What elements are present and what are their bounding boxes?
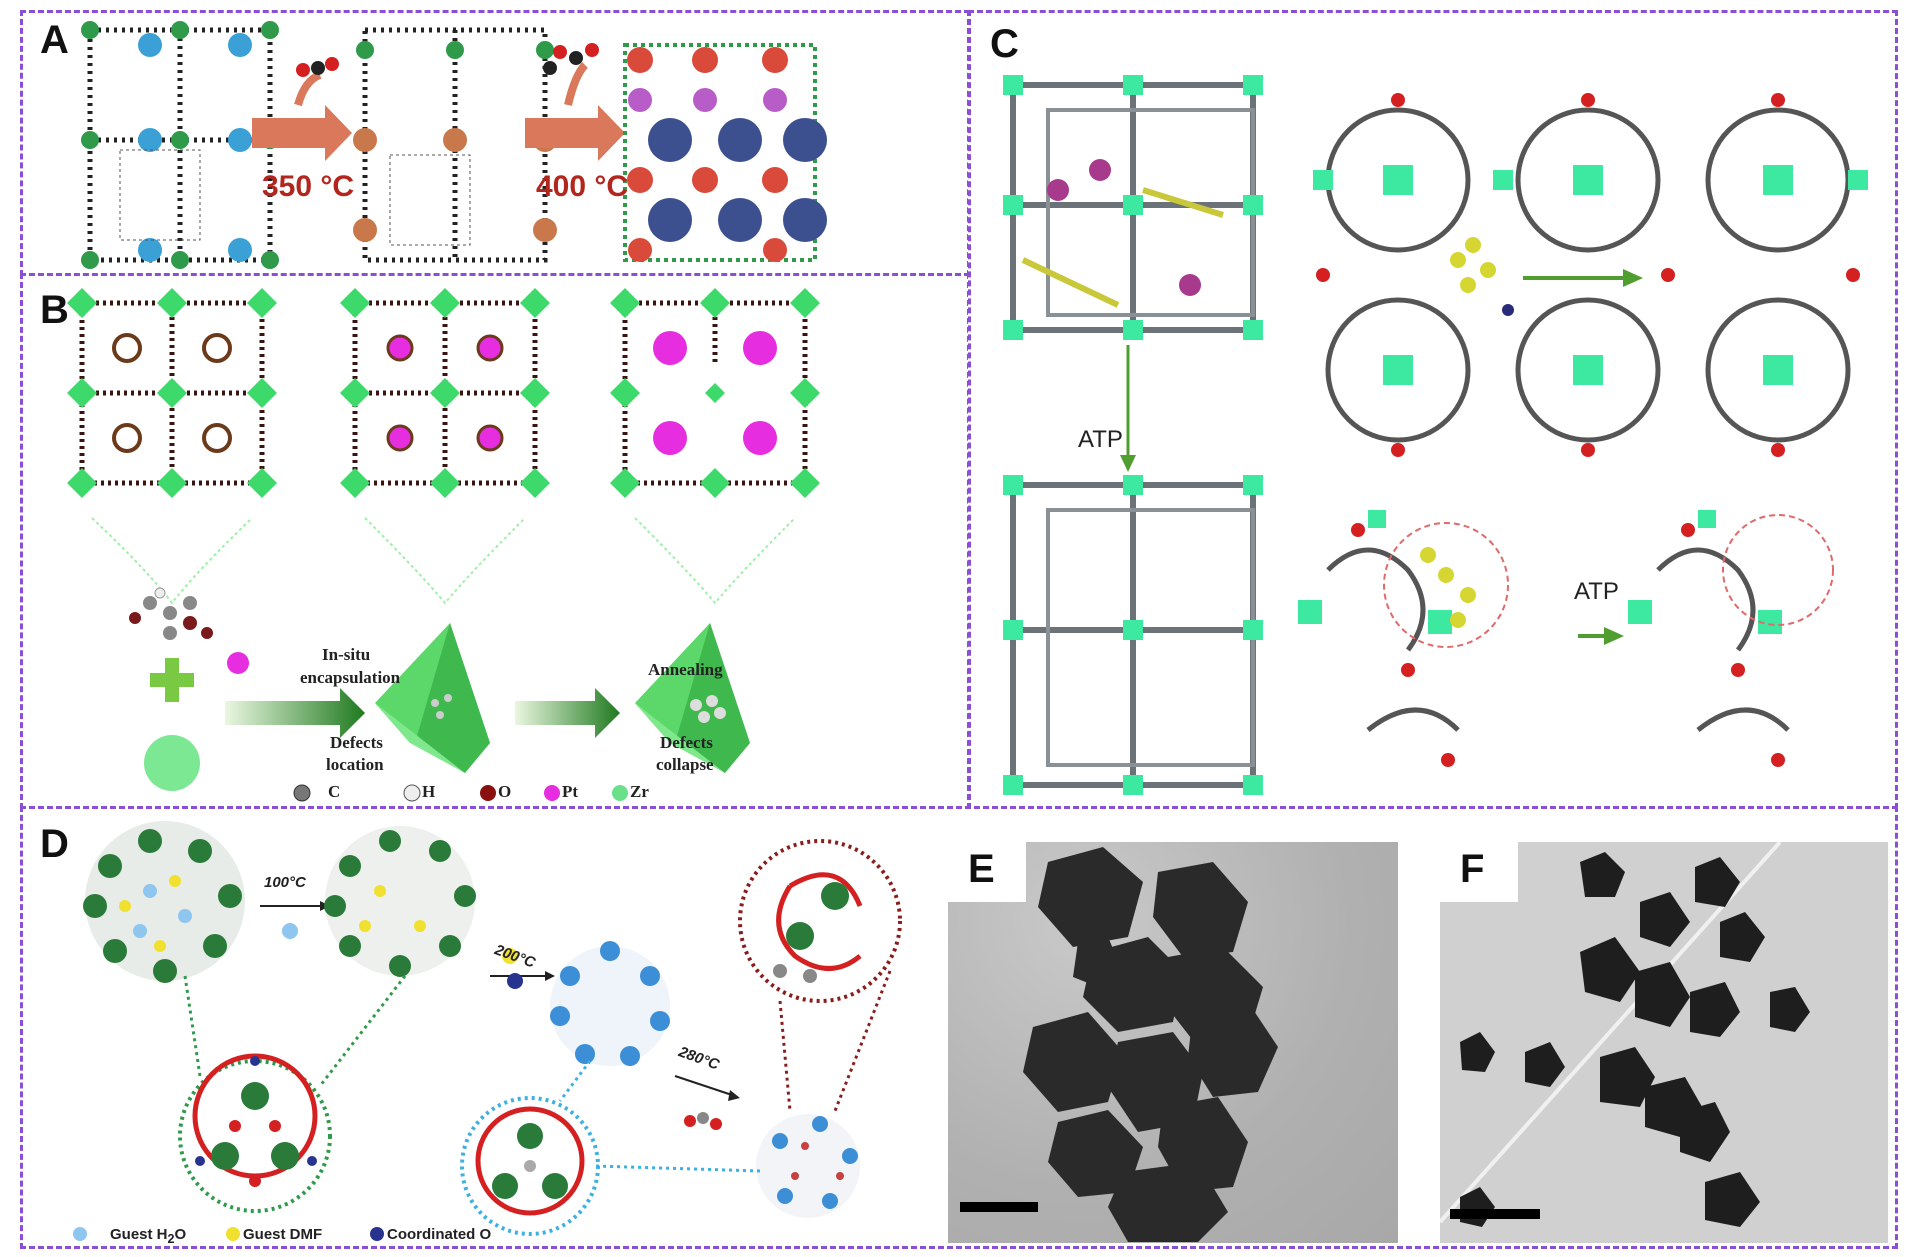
panel-b-diagram [67, 288, 820, 802]
mof-framework-3 [623, 43, 827, 262]
temp-100-label: 100°C [264, 874, 306, 891]
zoom-red [738, 839, 902, 1003]
tem-particles-e [960, 847, 1278, 1242]
panel-f-tab [1440, 842, 1518, 902]
panel-e-label: E [968, 847, 995, 891]
step-in-situ-label: In-situ [322, 645, 371, 664]
legend-pt: Pt [562, 782, 579, 801]
zr-sphere [144, 735, 200, 791]
panel-a-temp-350: 350 °C [262, 170, 355, 203]
octahedron-2 [635, 623, 750, 773]
uio-framework-3 [610, 288, 820, 498]
tem-image-e: E [948, 842, 1398, 1243]
octahedron-1 [375, 623, 490, 773]
zr-node-red [773, 872, 863, 983]
legend-guest-h2o: Guest H2O [110, 1226, 186, 1246]
panel-a-temp-400: 400 °C [536, 170, 629, 203]
legend-guest-h2o-text: Guest H [110, 1226, 168, 1243]
step-annealing-label: Annealing [648, 660, 723, 679]
step-encapsulation-label: encapsulation [300, 668, 401, 687]
arrow-encapsulation [225, 688, 620, 738]
legend-c: C [328, 782, 341, 801]
step-defects-location-label-1: Defects [330, 733, 383, 752]
legend-guest-h2o-tail: O [174, 1226, 187, 1243]
plus-icon [150, 658, 194, 702]
legend-guest-h2o-sub: 2 [167, 1232, 175, 1246]
mof-network-top [1313, 93, 1868, 457]
zr-node-blue [475, 1106, 585, 1216]
panel-a-label: A [40, 18, 69, 62]
tem-particles-f [1440, 842, 1810, 1227]
panel-f-label: F [1460, 847, 1485, 891]
legend-guest-dmf: Guest DMF [243, 1226, 323, 1243]
legend-o: O [498, 782, 512, 801]
mof-framework-1 [81, 21, 279, 269]
panel-b-frame [20, 273, 970, 809]
atp-guests-top [1021, 159, 1224, 308]
panel-b-legend-dots [293, 784, 628, 802]
panel-a-diagram [81, 21, 827, 269]
cube-nodes-top [1003, 75, 1263, 340]
atp-molecule-top [1450, 237, 1514, 316]
atp-label-right: ATP [1574, 578, 1619, 605]
legend-zr: Zr [630, 782, 649, 801]
pt-dot [227, 652, 249, 674]
cube-nodes-bottom [1003, 475, 1263, 795]
mof-cluster-1 [83, 821, 245, 983]
heating-arrow-2 [525, 43, 625, 161]
mof-cluster-4 [756, 1114, 860, 1218]
atp-label-left: ATP [1078, 426, 1123, 453]
uio-framework-1 [67, 288, 277, 498]
uio-framework-2 [340, 288, 550, 498]
linker-molecule [129, 587, 213, 640]
panel-e-tab [948, 842, 1026, 902]
mof-cluster-3 [550, 941, 670, 1066]
tem-image-f: F [1440, 842, 1888, 1243]
panel-c-label: C [990, 22, 1019, 66]
panel-d-label: D [40, 822, 69, 866]
step-defects-location-label-2: location [326, 755, 384, 774]
mof-cluster-2 [324, 826, 476, 977]
mof-fragment-bottom [1298, 510, 1834, 767]
step-defects-collapse-label-1: Defects [660, 733, 713, 752]
legend-coordinated-o: Coordinated O [387, 1226, 492, 1243]
heating-arrow-1 [252, 57, 352, 161]
panel-b-label: B [40, 288, 69, 332]
panel-c-diagram [1003, 75, 1868, 795]
atp-molecule-bottom [1420, 547, 1476, 628]
panel-d-diagram [73, 821, 902, 1241]
mof-framework-2 [353, 27, 557, 263]
legend-h: H [422, 782, 436, 801]
step-defects-collapse-label-2: collapse [656, 755, 714, 774]
zr-node-green [192, 1053, 318, 1187]
